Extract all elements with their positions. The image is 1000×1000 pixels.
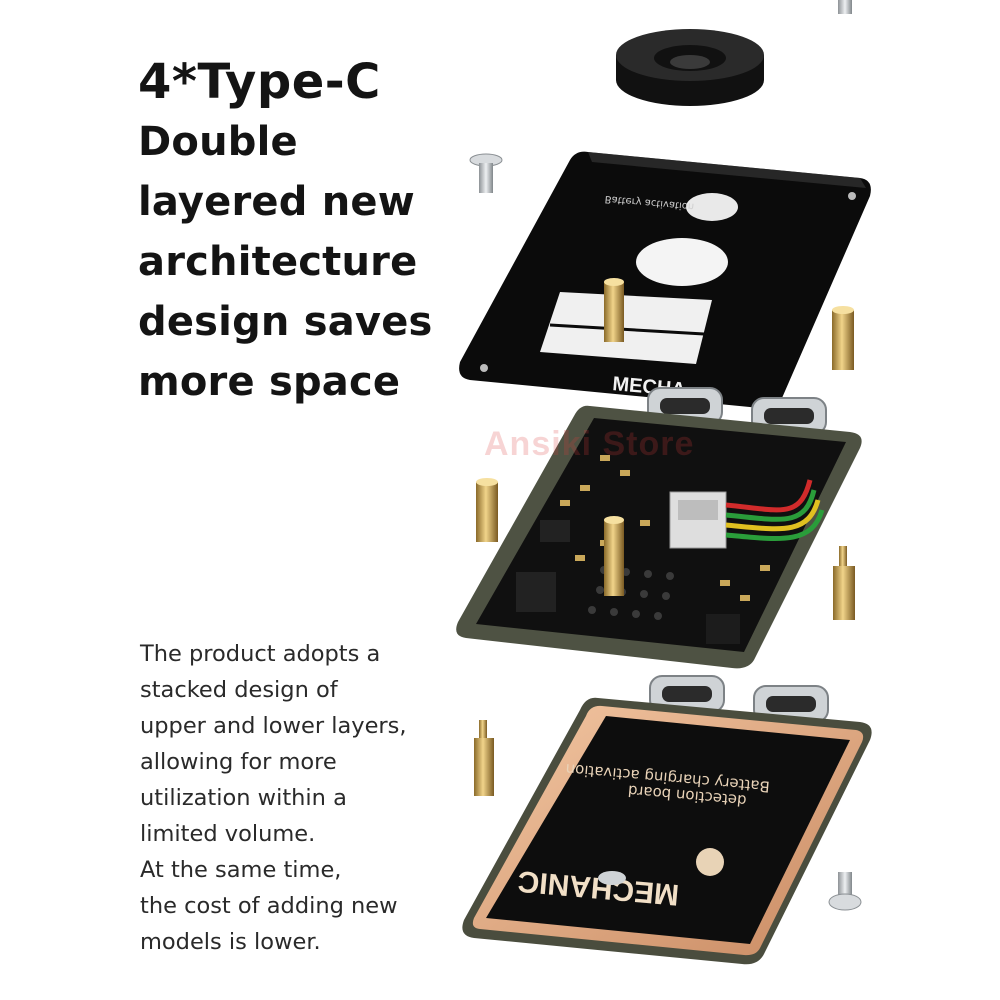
headline: 4*Type-C Double layered new architecture… xyxy=(138,52,458,412)
description-line: At the same time, xyxy=(140,857,342,883)
description-line: allowing for more xyxy=(140,749,337,775)
screw-icon xyxy=(838,0,852,14)
headline-line: more space xyxy=(138,359,401,405)
description-line: models is lower. xyxy=(140,929,321,955)
type-c-port xyxy=(753,685,829,723)
brass-standoff xyxy=(476,478,498,542)
screw-icon xyxy=(469,153,503,193)
brass-standoff xyxy=(833,546,855,620)
description-line: The product adopts a xyxy=(140,641,381,667)
brass-standoff xyxy=(832,306,854,370)
type-c-port xyxy=(649,675,725,713)
headline-title: 4*Type-C xyxy=(138,54,381,110)
brass-standoff xyxy=(604,516,624,596)
description-line: utilization within a xyxy=(140,785,347,811)
description-line: stacked design of xyxy=(140,677,338,703)
rubber-foot xyxy=(616,29,764,106)
description-line: upper and lower layers, xyxy=(140,713,407,739)
bottom-plate: Battery charging activation detection bo… xyxy=(462,697,872,965)
store-watermark: Ansiki Store xyxy=(484,425,695,463)
top-cover-plate: MECHA Battery activation xyxy=(459,151,871,409)
headline-line: architecture xyxy=(138,239,418,285)
brass-standoff xyxy=(474,720,494,796)
description: The product adopts a stacked design of u… xyxy=(140,636,440,960)
description-line: limited volume. xyxy=(140,821,316,847)
brass-standoff xyxy=(604,278,624,342)
circuit-board xyxy=(456,405,862,669)
screw-icon xyxy=(828,872,862,911)
description-line: the cost of adding new xyxy=(140,893,398,919)
headline-line: layered new xyxy=(138,179,415,225)
headline-line: Double xyxy=(138,119,298,165)
headline-line: design saves xyxy=(138,299,433,345)
